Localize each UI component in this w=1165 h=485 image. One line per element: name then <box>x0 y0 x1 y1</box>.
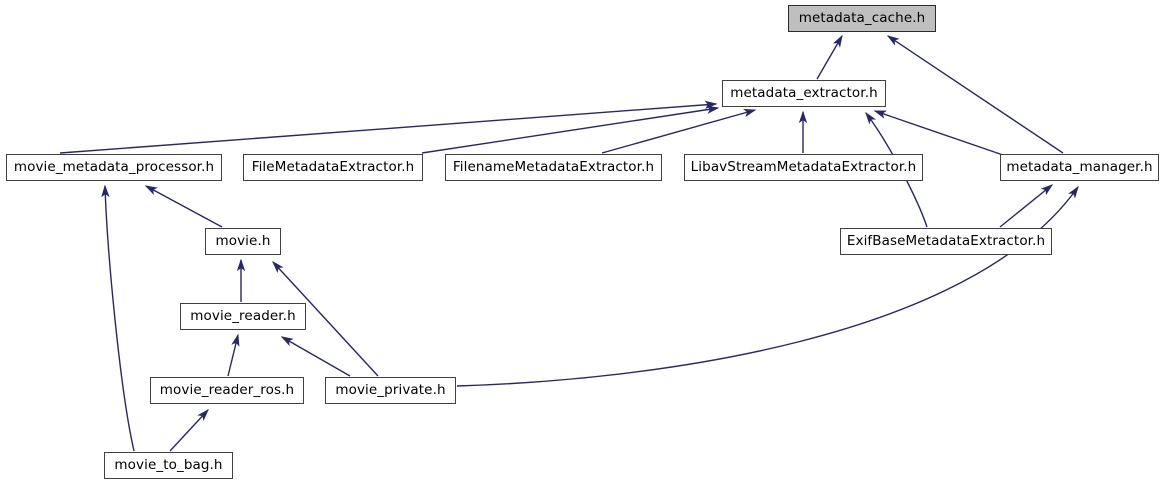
edge-movie-to-movie-metadata-processor <box>144 185 223 228</box>
graph-node-label: metadata_manager.h <box>1006 158 1153 175</box>
graph-node-metadata_cache[interactable]: metadata_cache.h <box>788 5 936 32</box>
edge-movie-private-to-movie-reader <box>280 336 351 377</box>
graph-node-LibavStreamMetadataExtractor[interactable]: LibavStreamMetadataExtractor.h <box>684 154 923 181</box>
edge-file-metadata-extractor-to-metadata-extractor <box>421 105 720 154</box>
graph-node-movie_reader_ros[interactable]: movie_reader_ros.h <box>150 377 304 404</box>
graph-node-movie_reader[interactable]: movie_reader.h <box>180 303 306 330</box>
edge-movie-to-bag-to-movie-reader-ros <box>169 408 209 452</box>
graph-node-label: metadata_cache.h <box>798 9 926 26</box>
graph-node-label: ExifBaseMetadataExtractor.h <box>846 232 1046 249</box>
graph-node-movie_to_bag[interactable]: movie_to_bag.h <box>104 452 233 479</box>
graph-node-label: movie_private.h <box>335 381 446 398</box>
edge-movie-private-to-metadata-manager <box>456 185 1079 387</box>
edge-movie-to-bag-to-movie-metadata-processor <box>101 184 135 452</box>
edge-metadata-manager-to-metadata-extractor <box>873 110 1004 156</box>
graph-node-label: metadata_extractor.h <box>730 84 878 101</box>
graph-node-movie_private[interactable]: movie_private.h <box>325 377 456 404</box>
graph-node-movie[interactable]: movie.h <box>205 228 281 255</box>
edge-filename-metadata-extractor-to-metadata-extractor <box>601 108 757 154</box>
edge-movie-reader-ros-to-movie-reader <box>227 333 240 377</box>
edge-movie-metadata-processor-to-metadata-extractor <box>59 100 718 154</box>
graph-node-ExifBaseMetadataExtractor[interactable]: ExifBaseMetadataExtractor.h <box>840 228 1052 255</box>
graph-node-label: movie_metadata_processor.h <box>13 158 215 175</box>
graph-node-label: FileMetadataExtractor.h <box>251 158 415 175</box>
graph-node-metadata_extractor[interactable]: metadata_extractor.h <box>722 80 886 107</box>
graph-node-label: movie_reader.h <box>190 307 296 324</box>
graph-node-label: FilenameMetadataExtractor.h <box>452 158 655 175</box>
graph-node-label: LibavStreamMetadataExtractor.h <box>690 158 917 175</box>
graph-node-FileMetadataExtractor[interactable]: FileMetadataExtractor.h <box>243 154 423 181</box>
graph-node-label: movie_to_bag.h <box>114 456 223 473</box>
edge-exif-base-metadata-extractor-to-metadata-manager <box>999 184 1054 228</box>
graph-node-metadata_manager[interactable]: metadata_manager.h <box>1000 154 1159 181</box>
edge-metadata-extractor-to-metadata-cache <box>816 34 843 80</box>
graph-node-FilenameMetadataExtractor[interactable]: FilenameMetadataExtractor.h <box>445 154 662 181</box>
graph-node-label: movie_reader_ros.h <box>159 381 295 398</box>
graph-node-movie_metadata_processor[interactable]: movie_metadata_processor.h <box>6 154 222 181</box>
graph-node-label: movie.h <box>215 232 271 249</box>
edge-metadata-manager-to-metadata-cache <box>886 35 1064 154</box>
